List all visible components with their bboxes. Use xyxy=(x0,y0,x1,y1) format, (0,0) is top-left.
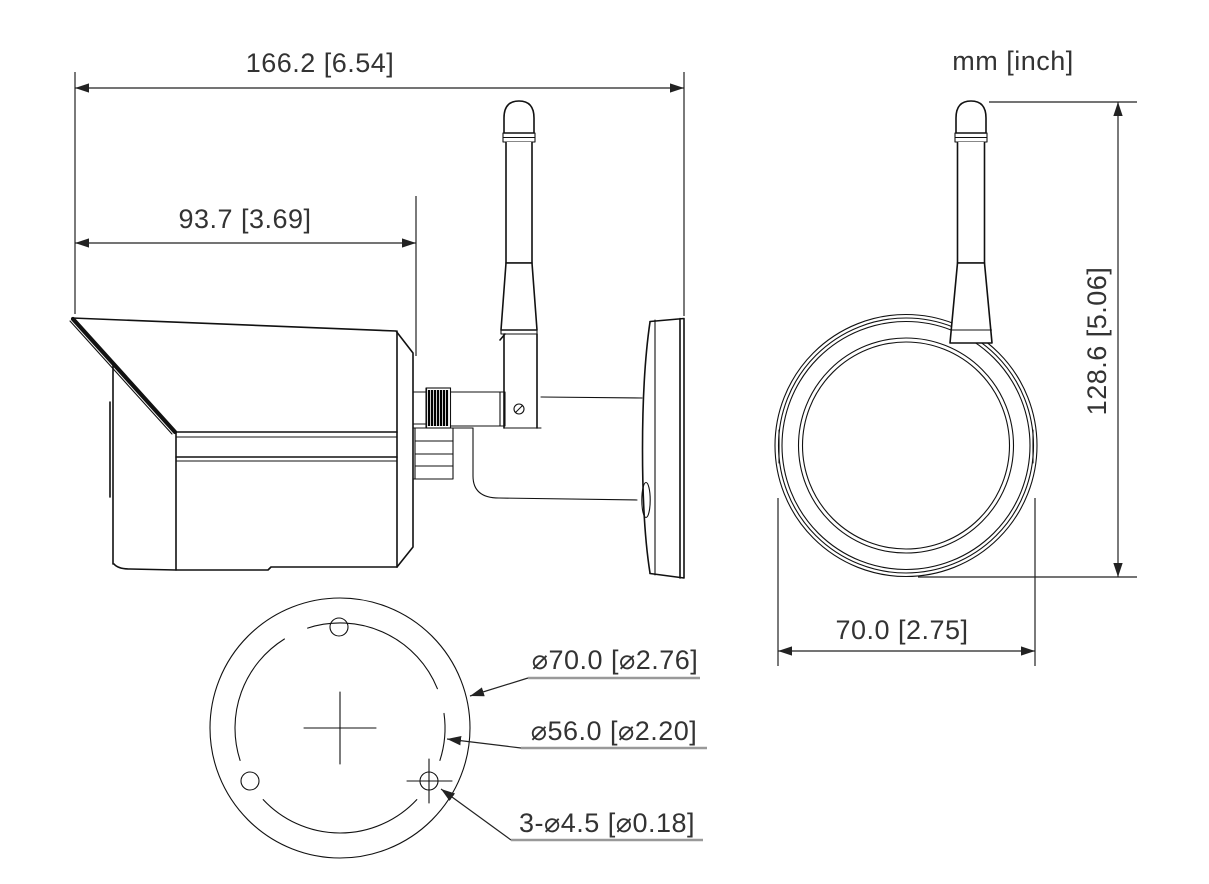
side-view-drawing: 166.2 [6.54] 93.7 [3.69] xyxy=(69,48,685,579)
mounting-hole-top xyxy=(329,617,349,637)
antenna-hinge-block xyxy=(499,333,538,429)
base-view-drawing: ⌀70.0 [⌀2.76] ⌀56.0 [⌀2.20] 3-⌀4.5 [⌀0.1… xyxy=(209,597,707,859)
screw-circle-diameter-label: ⌀56.0 [⌀2.20] xyxy=(531,716,698,746)
rear-connector xyxy=(412,387,506,480)
base-outer-circle xyxy=(209,597,471,859)
callout-screw-circle-diameter: ⌀56.0 [⌀2.20] xyxy=(446,716,707,750)
dimension-body-length: 93.7 [3.69] xyxy=(75,196,417,356)
front-bezel-rings xyxy=(774,313,1038,578)
overall-length-label: 166.2 [6.54] xyxy=(246,48,395,78)
base-outer-diameter-label: ⌀70.0 [⌀2.76] xyxy=(532,645,699,675)
screw-circle-arcs xyxy=(234,622,446,834)
mounting-hole-left xyxy=(240,771,260,791)
dimension-base-width: 70.0 [2.75] xyxy=(777,498,1036,666)
center-crosshair xyxy=(303,691,377,765)
front-view-drawing: mm [inch] 128.6 [5.06] 70.0 [2.75] xyxy=(774,46,1137,666)
mounting-holes xyxy=(240,617,453,804)
camera-body-outline xyxy=(69,316,414,571)
callout-mounting-holes: 3-⌀4.5 [⌀0.18] xyxy=(440,788,703,842)
body-length-label: 93.7 [3.69] xyxy=(178,204,311,234)
antenna-side-view xyxy=(500,100,538,335)
overall-height-label: 128.6 [5.06] xyxy=(1082,267,1112,416)
mount-arm xyxy=(472,396,643,501)
wall-plate-side-view xyxy=(641,317,685,579)
dimension-overall-length: 166.2 [6.54] xyxy=(74,48,685,316)
mounting-holes-label: 3-⌀4.5 [⌀0.18] xyxy=(519,808,695,838)
dimension-overall-height: 128.6 [5.06] xyxy=(918,101,1137,578)
base-width-label: 70.0 [2.75] xyxy=(835,615,968,645)
units-label: mm [inch] xyxy=(952,46,1074,76)
callout-base-outer-diameter: ⌀70.0 [⌀2.76] xyxy=(469,645,700,697)
plate-side-hole xyxy=(641,481,651,519)
hinge-screw-icon xyxy=(513,403,525,415)
antenna-front-view xyxy=(949,100,993,344)
